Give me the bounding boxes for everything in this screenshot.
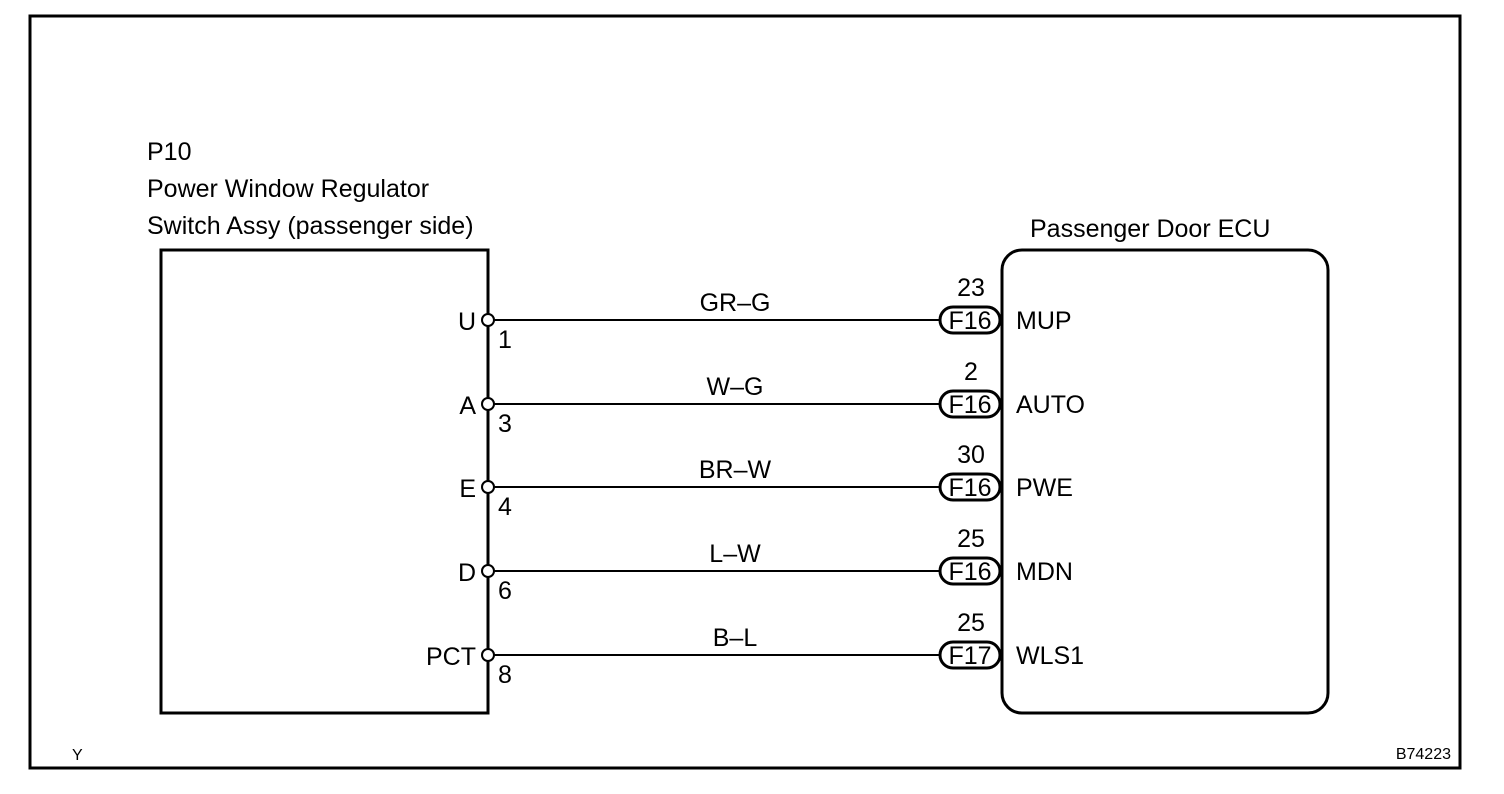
connector-code: F16 <box>948 307 991 335</box>
switch-terminal-point <box>481 480 495 494</box>
switch-terminal-label: U <box>458 308 476 336</box>
ecu-terminal-label: WLS1 <box>1016 642 1084 670</box>
switch-pin-number: 3 <box>498 410 512 438</box>
connector-code: F16 <box>948 391 991 419</box>
wire-color-label: BR–W <box>699 456 772 484</box>
switch-name-line1: Power Window Regulator <box>147 175 429 203</box>
ecu-name: Passenger Door ECU <box>1030 215 1270 243</box>
wire-color-label: B–L <box>713 624 758 652</box>
connector-pill <box>938 305 1002 335</box>
connector-pill <box>938 389 1002 419</box>
connector-pill <box>938 556 1002 586</box>
switch-code: P10 <box>147 138 191 166</box>
switch-pin-number: 6 <box>498 577 512 605</box>
wire-color-label: GR–G <box>700 289 771 317</box>
switch-terminal-label: A <box>459 392 476 420</box>
connector-pill <box>938 472 1002 502</box>
switch-terminal-label: E <box>459 475 476 503</box>
ecu-terminal-label: MUP <box>1016 307 1072 335</box>
switch-terminal-point <box>481 313 495 327</box>
ecu-pin-number: 25 <box>957 609 985 637</box>
wire-color-label: W–G <box>707 373 764 401</box>
connector-code: F17 <box>948 642 991 670</box>
switch-terminal-point <box>481 648 495 662</box>
ecu-terminal-label: PWE <box>1016 474 1073 502</box>
switch-pin-number: 8 <box>498 661 512 689</box>
ecu-terminal-label: AUTO <box>1016 391 1085 419</box>
ecu-pin-number: 23 <box>957 274 985 302</box>
ecu-terminal-label: MDN <box>1016 558 1073 586</box>
ecu-pin-number: 30 <box>957 441 985 469</box>
connector-code: F16 <box>948 474 991 502</box>
figure-id: B74223 <box>1396 746 1451 763</box>
switch-name-line2: Switch Assy (passenger side) <box>147 212 474 240</box>
switch-terminal-label: PCT <box>426 643 476 671</box>
switch-pin-number: 4 <box>498 493 512 521</box>
wire-color-label: L–W <box>709 540 761 568</box>
switch-terminal-label: D <box>458 559 476 587</box>
switch-pin-number: 1 <box>498 326 512 354</box>
diagram-frame <box>28 14 1462 770</box>
switch-terminal-point <box>481 564 495 578</box>
ecu-pin-number: 25 <box>957 525 985 553</box>
ecu-box <box>1000 248 1330 715</box>
ecu-pin-number: 2 <box>964 358 978 386</box>
connector-code: F16 <box>948 558 991 586</box>
switch-terminal-point <box>481 397 495 411</box>
footer-left-code: Y <box>72 747 83 764</box>
connector-pill <box>938 640 1002 670</box>
